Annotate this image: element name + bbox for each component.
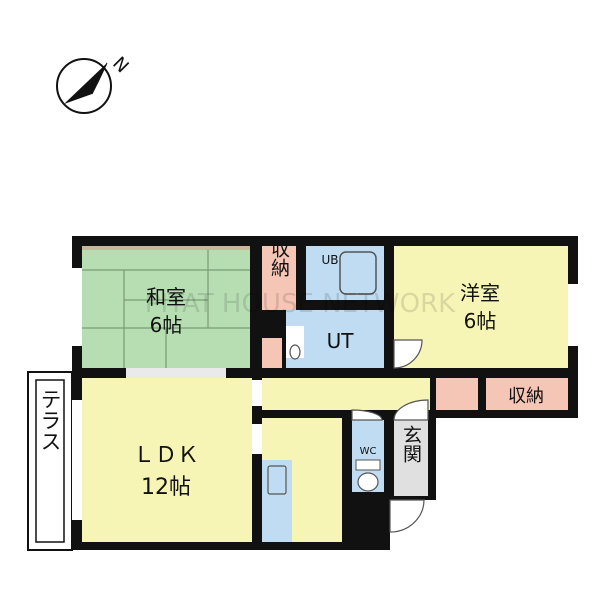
washitsu-name: 和室: [146, 285, 186, 309]
kitchen-area: [262, 418, 342, 542]
utility-room: [286, 310, 384, 368]
wc-room: [352, 420, 384, 492]
genkan: [394, 420, 428, 496]
youshitsu-name: 洋室: [460, 281, 500, 305]
watermark: PITAT HOUSE NETWORK: [145, 289, 456, 319]
ldk-name: ＬＤＫ: [133, 443, 199, 468]
north-label: N: [108, 53, 132, 77]
ldk-room: [82, 378, 252, 542]
ub-label: UB: [321, 253, 338, 267]
wc-label: WC: [360, 446, 377, 457]
compass: N: [56, 53, 133, 114]
storage-right-label: 収納: [508, 386, 544, 407]
washitsu-room: [82, 246, 250, 368]
ut-label: UT: [327, 329, 355, 353]
door-swings: [351, 339, 429, 533]
youshitsu-size: 6帖: [464, 309, 497, 333]
storage-left: [262, 246, 296, 310]
storage-small: [262, 338, 282, 368]
unit-bath: [306, 246, 384, 300]
windows: [72, 268, 578, 520]
washitsu-size: 6帖: [150, 313, 183, 337]
youshitsu-room: [394, 246, 568, 368]
terrace: [27, 371, 73, 551]
genkan-label: 玄関: [400, 425, 422, 463]
north-arrow-icon: [64, 63, 107, 104]
ldk-size: 12帖: [141, 475, 191, 500]
terrace-label: テラス: [38, 389, 62, 452]
storage-right-small: [436, 378, 478, 410]
hallway: [262, 378, 430, 410]
storage-right: [486, 378, 568, 410]
storage-left-label: 収納: [268, 239, 290, 277]
